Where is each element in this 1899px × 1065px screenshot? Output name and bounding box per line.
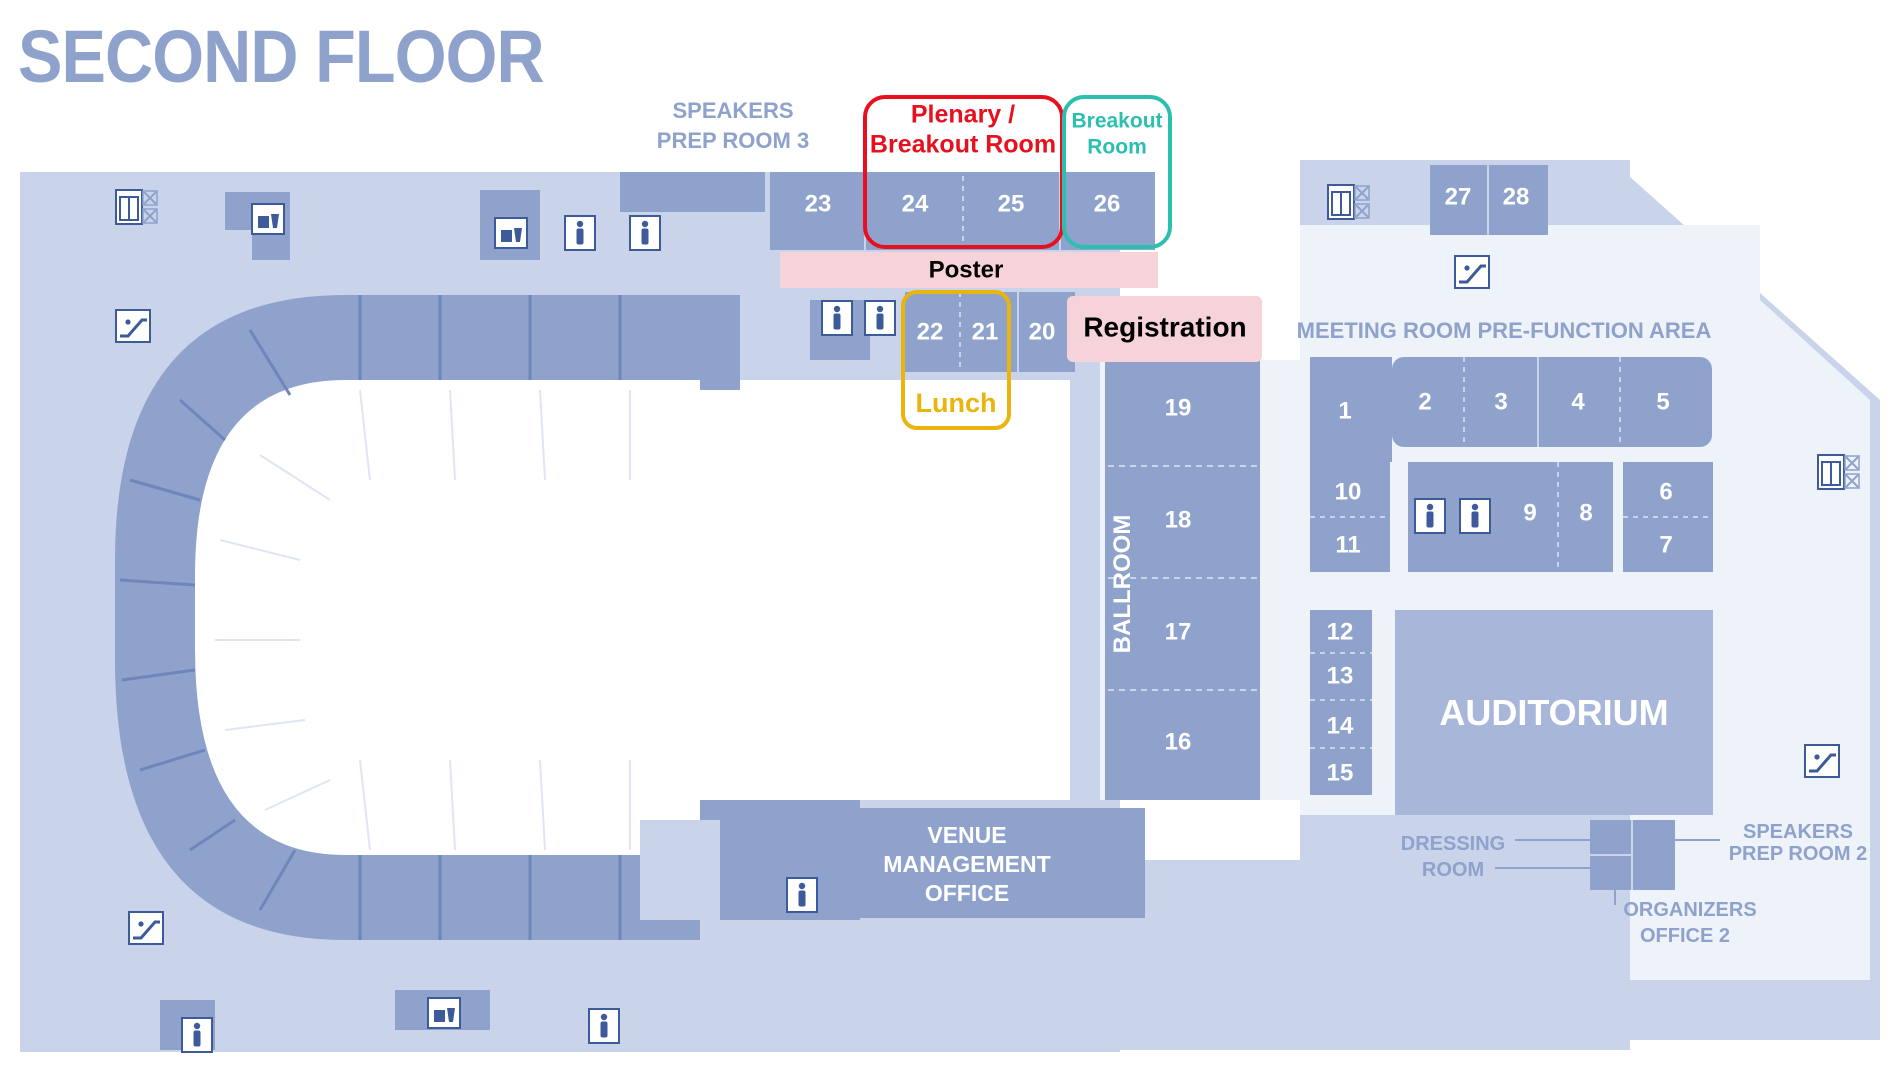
room-4: 4 [1571, 388, 1585, 415]
speakers-prep-room-2-label: SPEAKERS [1743, 821, 1853, 843]
room-12: 12 [1327, 618, 1354, 645]
escalator-icon [1453, 254, 1491, 290]
arena-bowl [195, 380, 1070, 855]
speakers-prep-room-3-label: PREP ROOM 3 [657, 128, 809, 153]
ballroom-block [1105, 360, 1260, 800]
room-25: 25 [998, 190, 1025, 217]
room-9: 9 [1523, 499, 1536, 526]
food-icon [427, 997, 461, 1029]
breakout-label: Breakout [1071, 110, 1162, 133]
organizers-office-2-label: ORGANIZERS [1623, 899, 1756, 921]
lunch-label: Lunch [916, 388, 997, 418]
corridor-room [700, 295, 740, 390]
room-24: 24 [902, 190, 929, 217]
corridor-room [705, 172, 765, 212]
restroom-icon [564, 215, 596, 251]
auditorium-block [1395, 610, 1713, 815]
restroom-icon [864, 300, 896, 336]
restroom-icon [181, 1017, 213, 1053]
room-20: 20 [1029, 318, 1056, 345]
breakout-label: Room [1087, 136, 1147, 159]
speakers-prep-room-3-label: SPEAKERS [672, 98, 793, 123]
room-27: 27 [1445, 183, 1472, 210]
room-5: 5 [1656, 388, 1669, 415]
room-8: 8 [1579, 499, 1592, 526]
room-18: 18 [1165, 506, 1192, 533]
room-15: 15 [1327, 759, 1354, 786]
venue-office-label: MANAGEMENT [883, 851, 1050, 877]
speakers-prep-room-2-label: PREP ROOM 2 [1729, 843, 1868, 865]
room-7: 7 [1659, 531, 1672, 558]
corridor-room [640, 820, 720, 920]
room-11: 11 [1335, 531, 1360, 558]
room-23: 23 [805, 190, 832, 217]
escalator-icon [1803, 743, 1841, 779]
room-1: 1 [1338, 397, 1351, 424]
room-1-block [1310, 357, 1392, 462]
poster-label: Poster [929, 256, 1004, 283]
venue-office-label: OFFICE [925, 880, 1009, 906]
rooms-20-22-block [905, 292, 1075, 372]
organizers-office-2-label: OFFICE 2 [1640, 925, 1730, 947]
room-26: 26 [1094, 190, 1121, 217]
room-21: 21 [972, 318, 999, 345]
escalator-icon [127, 910, 165, 946]
dressing-room-label: DRESSING [1401, 833, 1505, 855]
rooms-12-15-block [1310, 610, 1372, 795]
room-19: 19 [1165, 394, 1192, 421]
room-2: 2 [1418, 388, 1431, 415]
restroom-icon [629, 215, 661, 251]
venue-office-label: VENUE [927, 822, 1006, 848]
meeting-prefunction-label: MEETING ROOM PRE-FUNCTION AREA [1297, 318, 1712, 343]
room-3: 3 [1494, 388, 1507, 415]
dressing-room-label: ROOM [1422, 859, 1484, 881]
auditorium-label: AUDITORIUM [1439, 692, 1668, 733]
plenary-label: Breakout Room [870, 131, 1056, 159]
plenary-label: Plenary / [911, 101, 1015, 129]
poster-area-highlight [780, 252, 1158, 288]
restroom-icon [588, 1008, 620, 1044]
restroom-icon [1414, 498, 1446, 534]
escalator-icon [114, 308, 152, 344]
room-10: 10 [1335, 478, 1362, 505]
food-icon [494, 217, 528, 249]
corridor-room [620, 172, 705, 212]
room-17: 17 [1165, 618, 1192, 645]
registration-area-highlight [1067, 296, 1262, 362]
room-28: 28 [1503, 183, 1530, 210]
restroom-icon [821, 300, 853, 336]
room-16: 16 [1165, 728, 1192, 755]
venue-office-block [860, 808, 1145, 918]
room-22: 22 [917, 318, 944, 345]
room-6: 6 [1659, 478, 1672, 505]
restroom-icon [786, 877, 818, 913]
rooms-2-5-block [1392, 357, 1712, 447]
arena-inner-rows [215, 389, 631, 851]
restroom-icon [1459, 498, 1491, 534]
room-14: 14 [1327, 712, 1354, 739]
breakout-room-highlight [1062, 95, 1172, 249]
lunch-area-highlight [901, 290, 1011, 430]
page-title: SECOND FLOOR [18, 15, 545, 98]
registration-label: Registration [1083, 311, 1246, 342]
room-13: 13 [1327, 662, 1354, 689]
ballroom-label: BALLROOM [1109, 515, 1136, 654]
food-icon [251, 203, 285, 235]
arena-section-lines [119, 295, 622, 940]
